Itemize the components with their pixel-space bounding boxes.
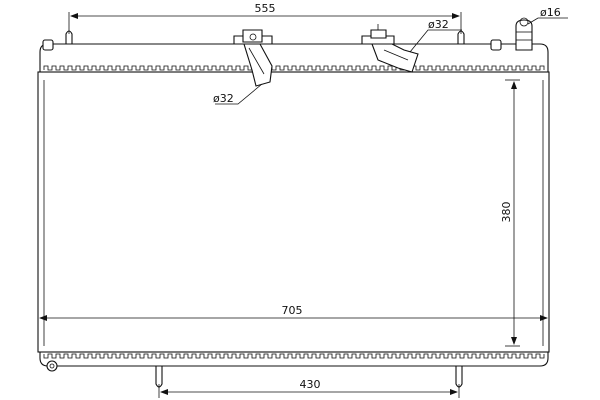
callout-right-pipe: ø32 xyxy=(409,18,462,53)
bottom-tank xyxy=(39,351,549,367)
bottom-tank-crenellation xyxy=(43,353,545,359)
callout-label-filler-cap: ø16 xyxy=(540,6,561,19)
top-tank-crenellation xyxy=(43,65,545,71)
dimension-bottom-width: 430 xyxy=(158,378,460,398)
callout-label-left-pipe: ø32 xyxy=(213,92,234,105)
right-pipe-outlet xyxy=(361,24,419,73)
callout-filler-cap: ø16 xyxy=(527,6,568,25)
top-tank xyxy=(39,43,549,73)
filler-cap xyxy=(515,17,533,51)
dimension-label-top-width: 555 xyxy=(255,2,276,15)
top-mount-pins xyxy=(42,30,502,51)
dimension-label-bottom-width: 430 xyxy=(300,378,321,391)
dimension-core-width: 705 xyxy=(39,304,548,321)
callout-label-right-pipe: ø32 xyxy=(428,18,449,31)
left-pipe-inlet xyxy=(233,29,273,87)
dimension-core-height: 380 xyxy=(500,79,520,347)
callout-left-pipe: ø32 xyxy=(213,83,263,105)
bottom-fittings xyxy=(46,360,463,388)
dimension-top-width: 555 xyxy=(68,2,462,34)
dimension-label-core-height: 380 xyxy=(500,202,513,223)
dimension-label-core-width: 705 xyxy=(282,304,303,317)
